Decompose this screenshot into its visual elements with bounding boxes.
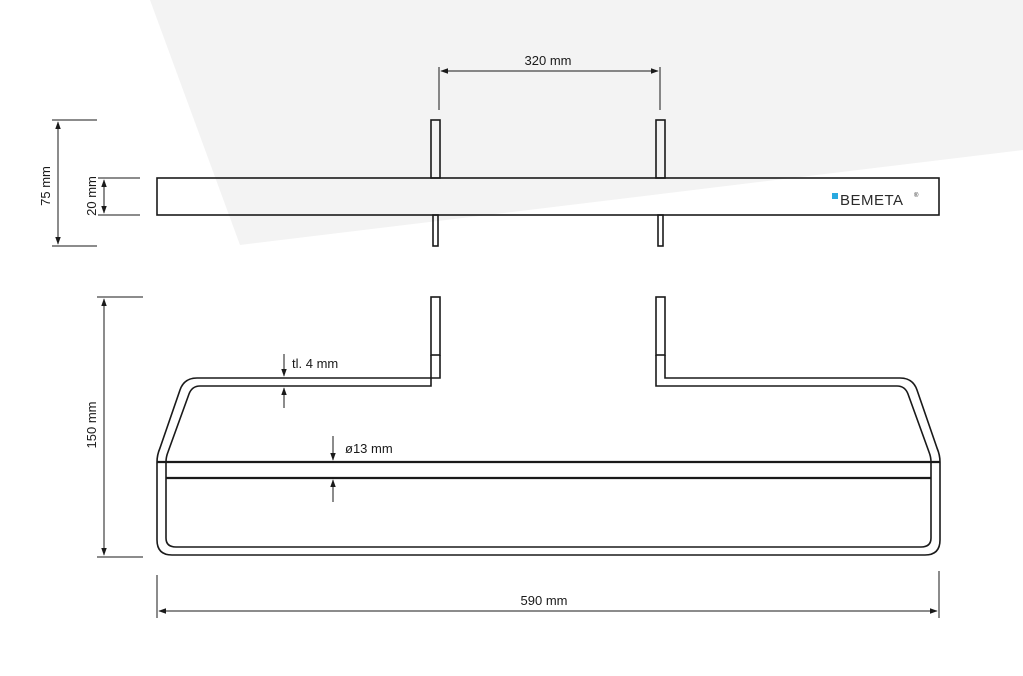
dim-dia-label: ø13 mm <box>345 441 393 456</box>
top-post-left <box>430 296 441 356</box>
brand-logo-registered: ® <box>914 192 919 199</box>
dim-150-label: 150 mm <box>84 402 99 449</box>
brand-logo-square <box>832 193 838 199</box>
brand-logo-text: BEMETA <box>840 192 904 209</box>
top-post-right <box>655 296 666 356</box>
background-shade <box>150 0 1023 245</box>
top-view: tl. 4 mm ø13 mm 150 mm 590 mm <box>84 296 941 618</box>
side-view: BEMETA ® 320 mm 75 mm 20 mm <box>38 53 940 247</box>
brand-logo: BEMETA ® <box>832 192 919 209</box>
shelf-frame-outer <box>156 355 941 556</box>
shelf-frame-inner <box>165 355 932 548</box>
side-post-left-upper <box>430 119 441 179</box>
side-bar <box>156 177 940 216</box>
side-post-left-lower <box>432 214 439 247</box>
dim-75-label: 75 mm <box>38 166 53 206</box>
side-post-right-lower <box>657 214 664 247</box>
dim-20-label: 20 mm <box>84 176 99 216</box>
dim-590-label: 590 mm <box>521 593 568 608</box>
dim-320-label: 320 mm <box>525 53 572 68</box>
dim-tl-label: tl. 4 mm <box>292 356 338 371</box>
side-post-right-upper <box>655 119 666 179</box>
